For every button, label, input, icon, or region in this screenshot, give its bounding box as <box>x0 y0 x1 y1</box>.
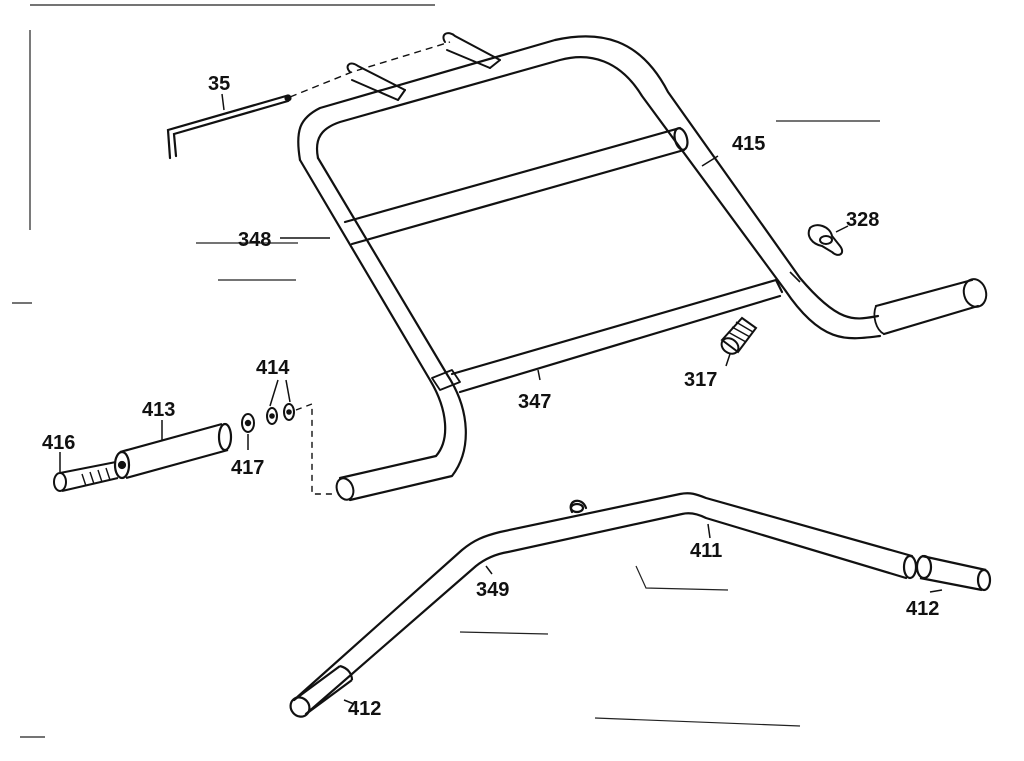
part-labels: 35 415 328 348 347 317 414 413 416 417 4… <box>42 73 939 720</box>
washers-414 <box>266 403 295 425</box>
carriage-bolt-317 <box>720 316 758 355</box>
cross-bar-348 <box>343 126 689 246</box>
label-348: 348 <box>238 229 271 251</box>
leader-lines <box>59 93 943 705</box>
cross-bar-347 <box>450 278 784 394</box>
label-417: 417 <box>231 457 264 479</box>
upper-handle-415 <box>297 35 988 502</box>
lock-pin-35 <box>166 94 292 160</box>
label-414: 414 <box>256 357 290 379</box>
pin-guide-line <box>289 41 451 98</box>
label-317: 317 <box>684 369 717 391</box>
label-347: 347 <box>518 391 551 413</box>
label-415: 415 <box>732 133 765 155</box>
wing-nut-328 <box>789 224 844 283</box>
label-413: 413 <box>142 399 175 421</box>
label-412-right: 412 <box>906 598 939 620</box>
grip-412-right <box>915 554 992 592</box>
washer-417 <box>241 413 255 433</box>
top-brackets <box>346 32 501 101</box>
label-412-left: 412 <box>348 698 381 720</box>
label-35: 35 <box>208 73 230 95</box>
axle-guide-line <box>295 402 332 495</box>
label-411: 411 <box>690 540 722 562</box>
label-349: 349 <box>476 579 509 601</box>
bolt-416 <box>53 461 119 492</box>
lower-handle-411 <box>292 492 918 716</box>
axle-tube-413 <box>113 422 233 480</box>
scan-marks <box>12 4 880 738</box>
label-416: 416 <box>42 432 75 454</box>
grip-412-left <box>289 664 354 718</box>
label-328: 328 <box>846 209 879 231</box>
